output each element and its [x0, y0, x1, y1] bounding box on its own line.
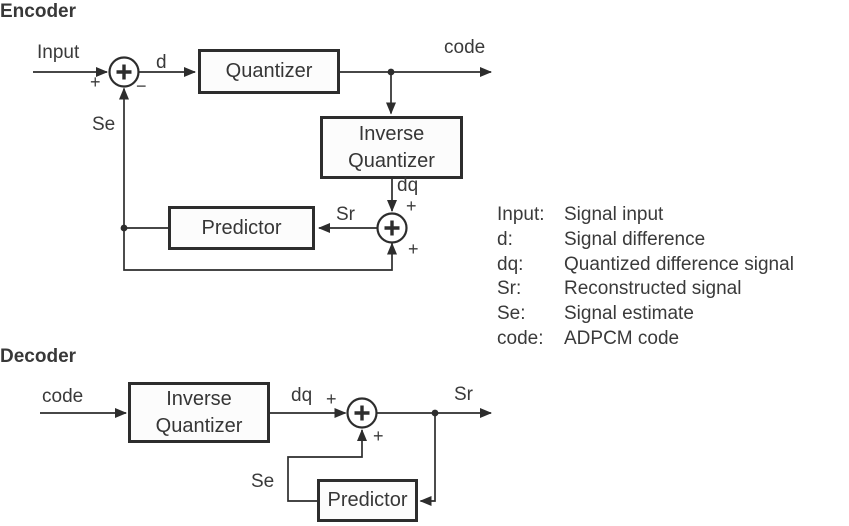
plus-icon: [354, 405, 370, 421]
legend-term: Sr:: [497, 278, 522, 300]
decoder-title: Decoder: [0, 346, 77, 367]
legend-row: code: ADPCM code: [497, 327, 794, 352]
legend-description: Signal difference: [564, 228, 706, 250]
decoder-sum-plus-left-sign: +: [326, 389, 337, 409]
junction-dot: [431, 409, 439, 417]
junction-dot: [120, 224, 128, 232]
legend-description: Quantized difference signal: [564, 253, 794, 275]
decoder-predictor-label: Predictor: [327, 489, 408, 511]
legend-term: dq:: [497, 253, 524, 275]
legend-term: code:: [497, 327, 544, 349]
decoder-predictor-block: Predictor: [317, 479, 418, 522]
legend-term: Se:: [497, 303, 526, 325]
encoder-sr-label: Sr: [336, 204, 355, 225]
encoder-quantizer-label: Quantizer: [225, 60, 313, 82]
encoder-title: Encoder: [0, 1, 77, 22]
encoder-d-label: d: [156, 52, 167, 73]
legend-description: ADPCM code: [564, 327, 680, 349]
encoder-sum2-plus-top-sign: +: [406, 196, 417, 216]
encoder-inverse-quantizer-label: Inverse Quantizer: [348, 122, 435, 172]
encoder-code-label: code: [444, 37, 486, 58]
legend-row: Input: Signal input: [497, 203, 794, 228]
decoder-sr-label: Sr: [454, 384, 473, 405]
legend-row: Se: Signal estimate: [497, 302, 794, 327]
legend-description: Signal estimate: [564, 303, 694, 325]
encoder-predictor-block: Predictor: [168, 206, 315, 250]
decoder-sr-feedback-wire: [419, 413, 436, 506]
decoder-se-label: Se: [251, 471, 275, 492]
encoder-dq-label: dq: [397, 175, 419, 196]
encoder-quantizer-block: Quantizer: [198, 49, 340, 94]
decoder-inverse-quantizer-label: Inverse Quantizer: [155, 387, 243, 437]
decoder-se-wire: [287, 429, 367, 502]
legend-row: d: Signal difference: [497, 228, 794, 253]
encoder-sum1-minus-sign: −: [136, 76, 147, 96]
signal-legend: Input: Signal input d: Signal difference d…: [497, 203, 794, 352]
decoder-sum-plus-bottom-sign: +: [373, 426, 384, 446]
encoder-inverse-quantizer-block: Inverse Quantizer: [320, 116, 463, 179]
encoder-sum1-plus-sign: +: [90, 72, 101, 92]
encoder-se-label: Se: [92, 114, 116, 135]
decoder-dq-label: dq: [291, 385, 313, 406]
legend-term: Input:: [497, 204, 545, 225]
legend-row: Sr: Reconstructed signal: [497, 277, 794, 302]
legend-row: dq: Quantized difference signal: [497, 253, 794, 278]
plus-icon: [384, 220, 400, 236]
legend-description: Signal input: [564, 204, 664, 225]
encoder-predictor-label: Predictor: [201, 216, 282, 239]
decoder-inverse-quantizer-block: Inverse Quantizer: [128, 382, 270, 443]
encoder-sum2-plus-bottom-sign: +: [408, 239, 419, 259]
plus-icon: [116, 64, 132, 80]
legend-description: Reconstructed signal: [564, 278, 742, 300]
encoder-input-label: Input: [37, 42, 80, 63]
legend-term: d:: [497, 228, 513, 250]
junction-dot: [387, 68, 395, 76]
decoder-code-label: code: [42, 386, 84, 407]
encoder-se-feedback-bottom-wire: [123, 228, 397, 271]
